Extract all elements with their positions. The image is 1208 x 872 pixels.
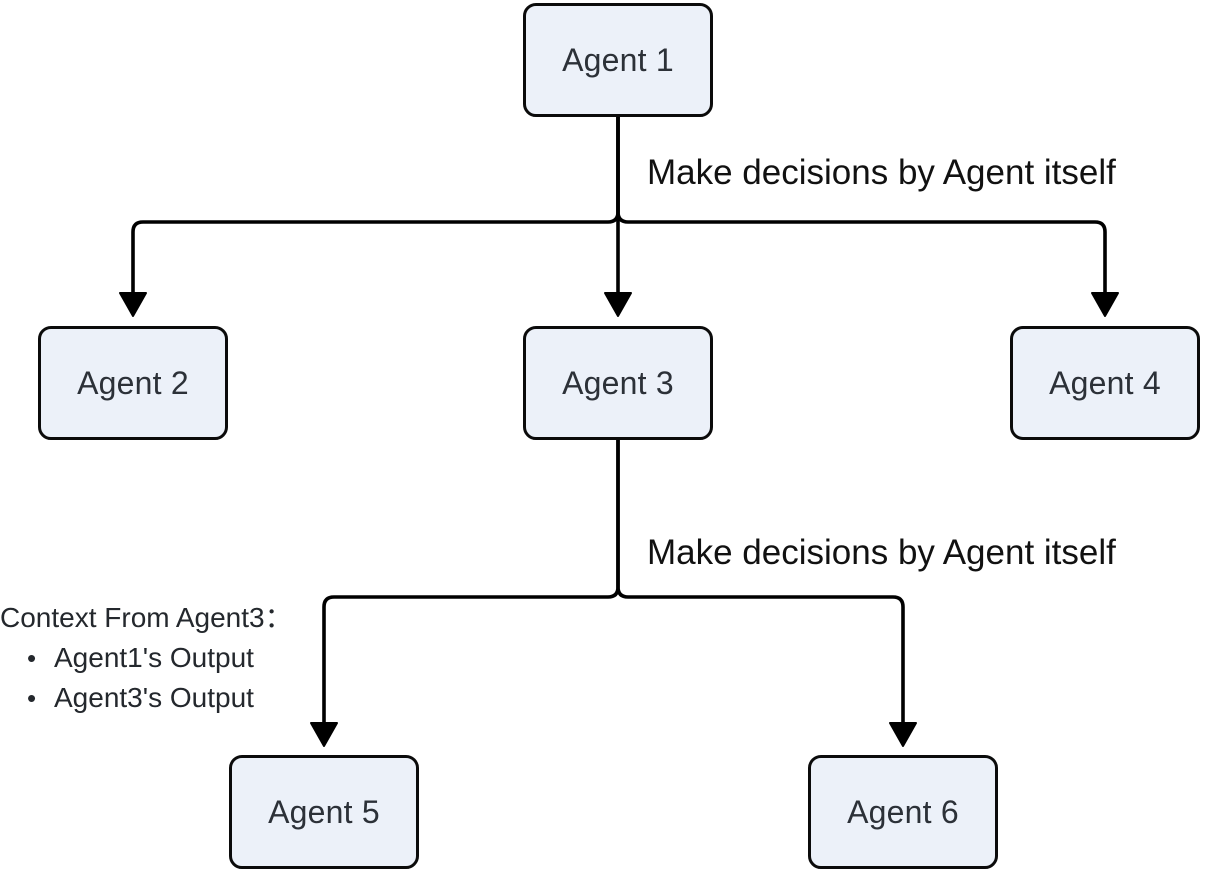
- bullet-icon: •: [27, 683, 37, 713]
- node-agent1-label: Agent 1: [562, 41, 674, 78]
- context-note: Context From Agent3： • Agent1's Output •…: [0, 598, 293, 718]
- node-agent4-label: Agent 4: [1049, 364, 1161, 401]
- edge-agent1-agent4: [616, 117, 1119, 317]
- context-note-item-text: Agent1's Output: [54, 642, 254, 673]
- node-agent3: Agent 3: [523, 326, 713, 440]
- edge-agent3-agent5: [310, 440, 620, 747]
- edge-agent1-agent2: [119, 117, 620, 317]
- node-agent5: Agent 5: [229, 755, 419, 869]
- context-note-item: • Agent3's Output: [0, 678, 293, 718]
- edge-label-level2: Make decisions by Agent itself: [647, 533, 1116, 572]
- context-note-item: • Agent1's Output: [0, 638, 293, 678]
- context-note-item-text: Agent3's Output: [54, 682, 254, 713]
- node-agent4: Agent 4: [1010, 326, 1200, 440]
- edge-label-level1: Make decisions by Agent itself: [647, 153, 1116, 192]
- context-note-title: Context From Agent3：: [0, 602, 293, 633]
- node-agent2: Agent 2: [38, 326, 228, 440]
- node-agent1: Agent 1: [523, 3, 713, 117]
- node-agent2-label: Agent 2: [77, 364, 189, 401]
- bullet-icon: •: [27, 643, 37, 673]
- node-agent6-label: Agent 6: [847, 793, 959, 830]
- edge-agent3-agent6: [616, 440, 917, 747]
- node-agent5-label: Agent 5: [268, 793, 380, 830]
- node-agent6: Agent 6: [808, 755, 998, 869]
- node-agent3-label: Agent 3: [562, 364, 674, 401]
